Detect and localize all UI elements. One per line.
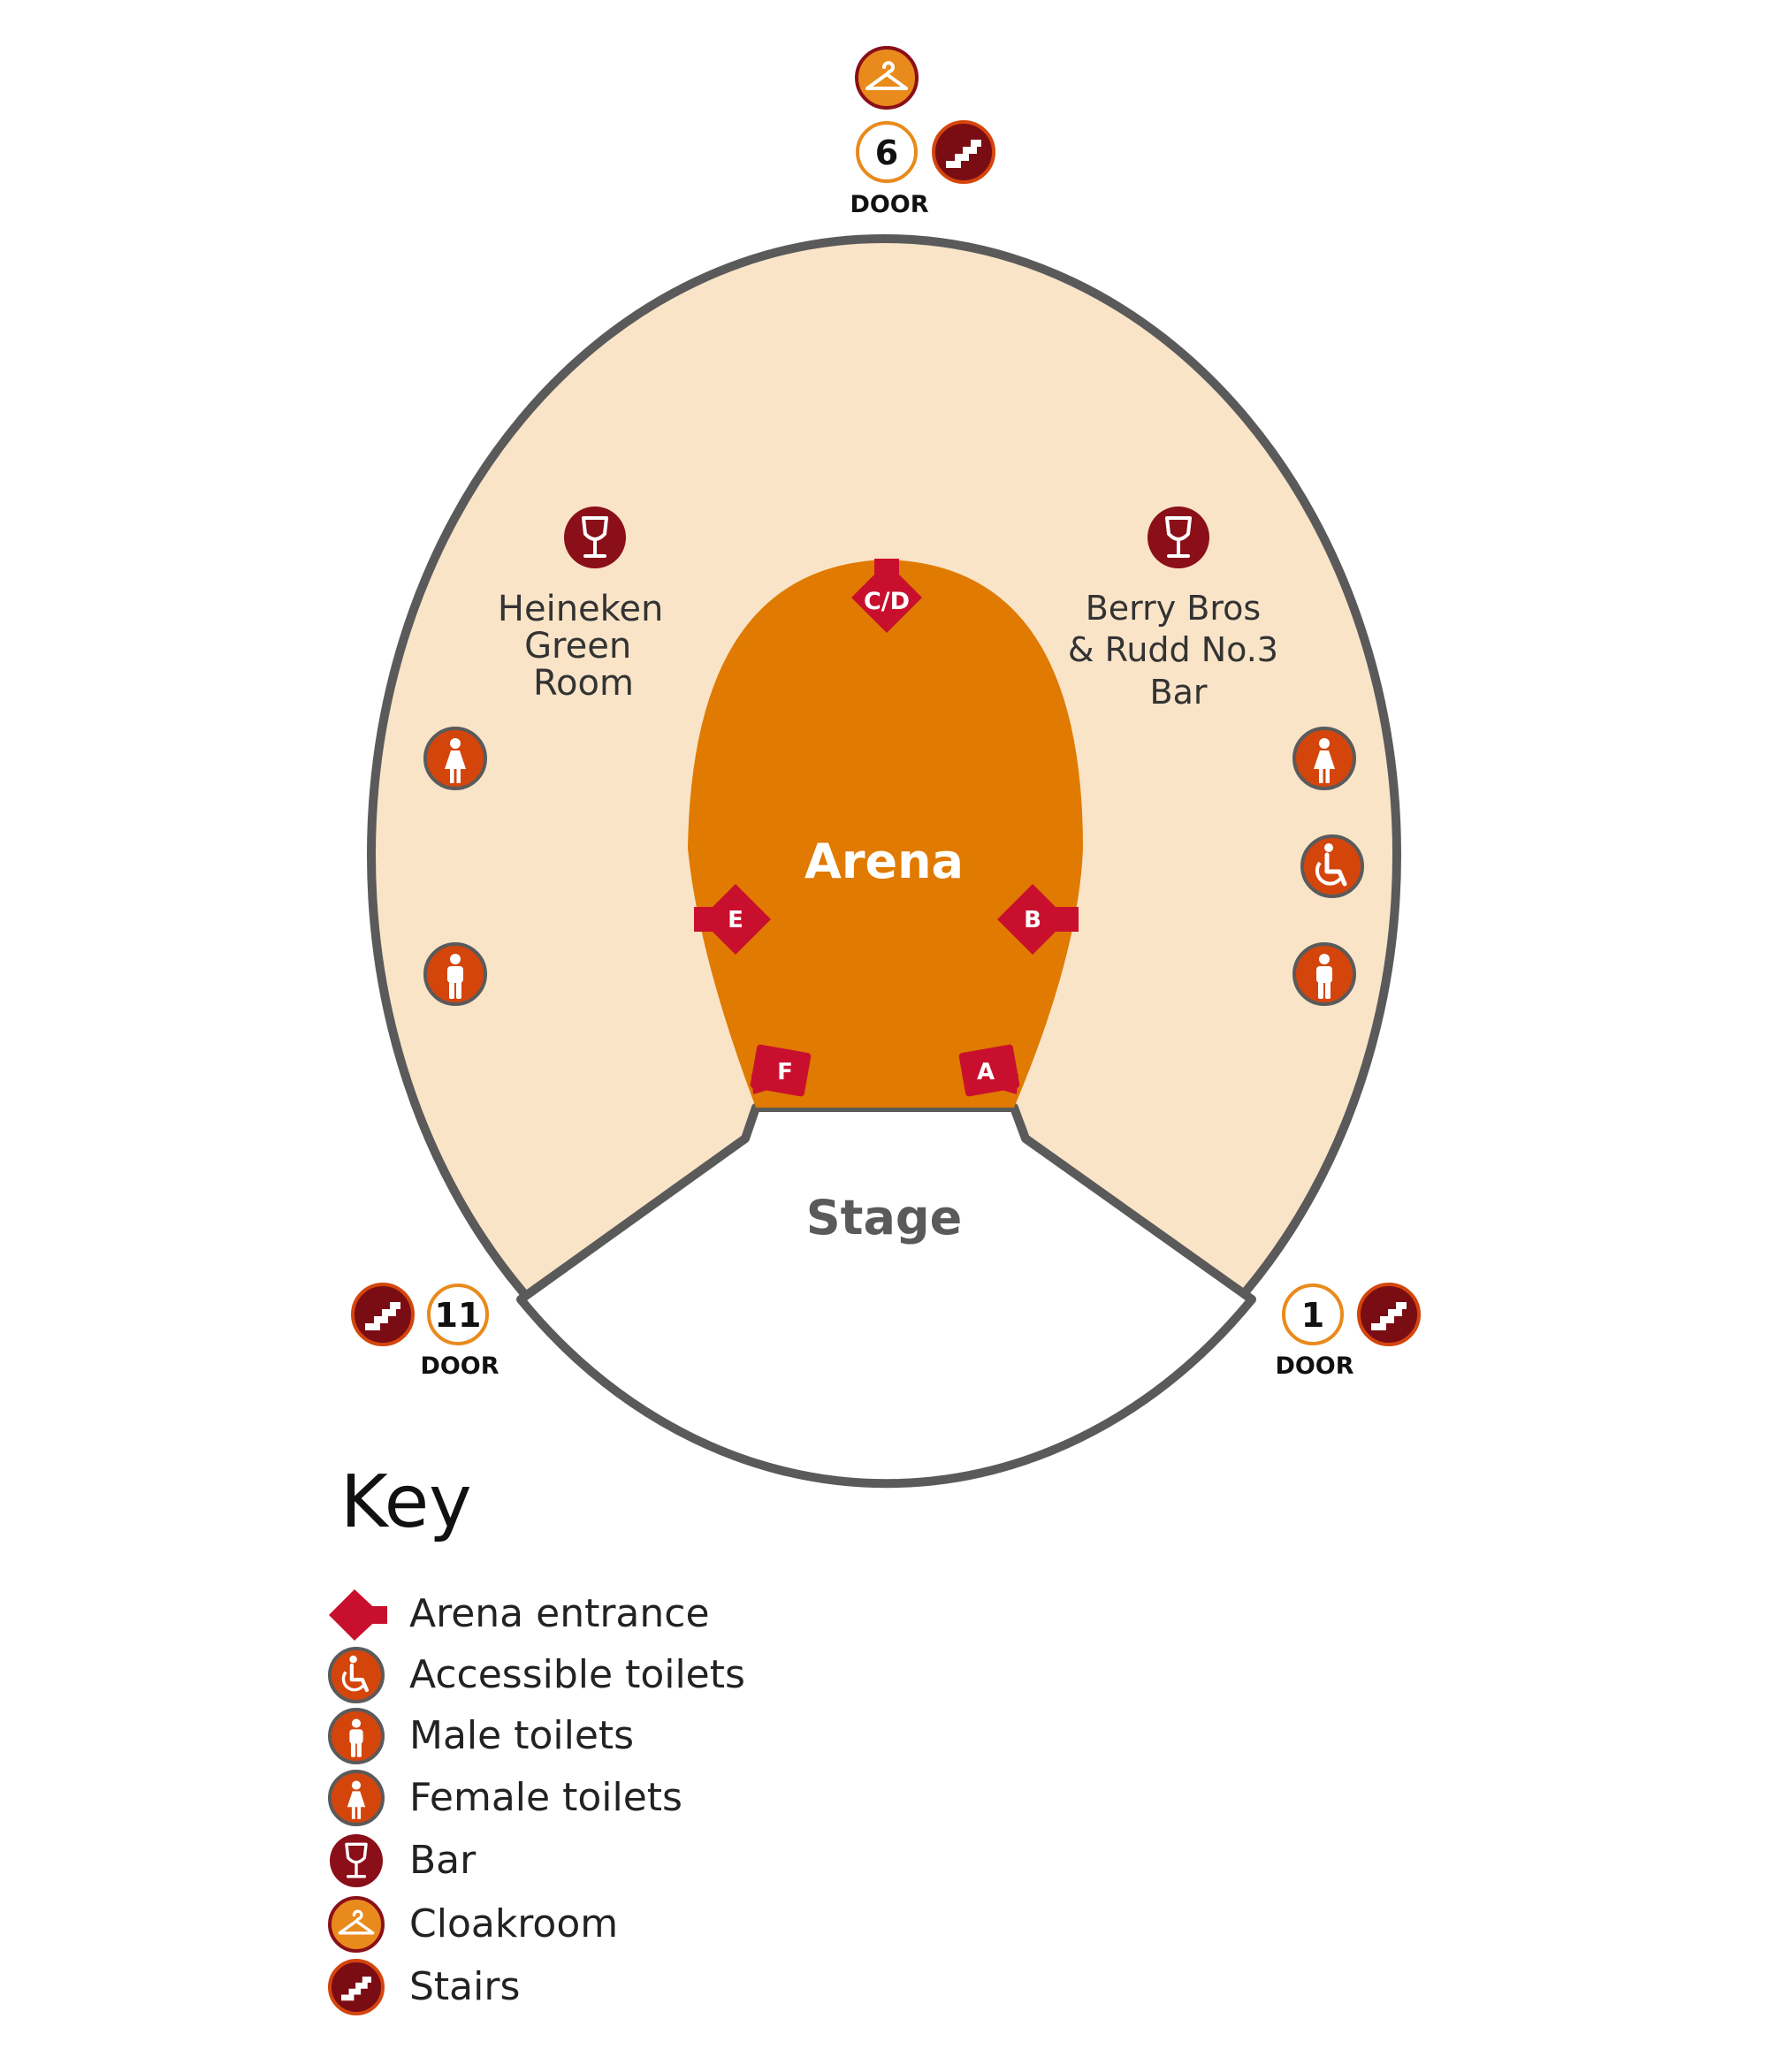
bar-heineken-green-room[interactable]: Heineken Green Room <box>498 507 675 704</box>
stage-label: Stage <box>806 1190 962 1245</box>
arena-label: Arena <box>804 834 964 889</box>
stairs-top[interactable] <box>932 120 995 184</box>
door-number-11: 11 <box>435 1296 482 1335</box>
legend-item-cloakroom: Cloakroom <box>328 1896 618 1953</box>
legend-label: Stairs <box>409 1964 520 2009</box>
door-label-1: DOOR <box>1275 1352 1353 1380</box>
legend: Key Arena entrance Accessible toilets Ma… <box>328 1460 745 2015</box>
cloakroom-top[interactable] <box>855 46 919 110</box>
legend-label: Female toilets <box>409 1775 682 1820</box>
legend-label: Male toilets <box>409 1713 634 1758</box>
female-toilet-left[interactable] <box>423 727 487 790</box>
legend-item-male: Male toilets <box>328 1708 634 1764</box>
legend-item-arena-entrance: Arena entrance <box>329 1589 710 1641</box>
legend-title: Key <box>340 1460 472 1544</box>
entrance-cd[interactable]: C/D <box>851 559 922 633</box>
legend-item-stairs: Stairs <box>328 1959 520 2015</box>
entrance-b[interactable]: B <box>997 884 1079 955</box>
door-number-1: 1 <box>1301 1296 1324 1335</box>
door-label-11: DOOR <box>420 1352 499 1380</box>
legend-item-female: Female toilets <box>328 1770 682 1826</box>
male-toilet-left[interactable] <box>423 942 487 1006</box>
legend-item-bar: Bar <box>330 1834 477 1887</box>
bar-berry-bros[interactable]: Berry Bros & Rudd No.3 Bar <box>1068 507 1289 712</box>
door-label-6: DOOR <box>850 191 928 218</box>
door-number-6: 6 <box>875 133 898 172</box>
entrance-label-e: E <box>728 907 743 933</box>
stage-area <box>516 1103 1256 1489</box>
stairs-left[interactable] <box>351 1283 415 1346</box>
door-1[interactable]: 1 DOOR <box>1275 1284 1354 1380</box>
entrance-label-f: F <box>777 1059 793 1086</box>
entrance-f[interactable]: F <box>750 1044 812 1097</box>
entrance-label-b: B <box>1024 907 1041 933</box>
arena-area <box>688 560 1083 1108</box>
female-toilet-right[interactable] <box>1292 727 1356 790</box>
entrance-a[interactable]: A <box>958 1044 1020 1097</box>
entrance-e[interactable]: E <box>694 884 771 955</box>
legend-label: Bar <box>409 1838 477 1883</box>
legend-label: Accessible toilets <box>409 1652 745 1697</box>
legend-label: Cloakroom <box>409 1901 618 1946</box>
bar-right-name: Berry Bros & Rudd No.3 Bar <box>1068 589 1289 712</box>
door-6[interactable]: 6 DOOR <box>850 121 929 218</box>
stairs-right[interactable] <box>1357 1283 1421 1346</box>
male-toilet-right[interactable] <box>1292 942 1356 1006</box>
entrance-label-a: A <box>977 1059 995 1086</box>
entrance-label-cd: C/D <box>864 588 910 615</box>
legend-item-accessible: Accessible toilets <box>328 1647 745 1703</box>
door-11[interactable]: 11 DOOR <box>420 1284 499 1380</box>
legend-label: Arena entrance <box>409 1591 710 1636</box>
arena-entrance-icon <box>329 1589 382 1641</box>
accessible-toilet-right[interactable] <box>1300 834 1364 898</box>
bar-left-name: Heineken Green Room <box>498 589 675 704</box>
